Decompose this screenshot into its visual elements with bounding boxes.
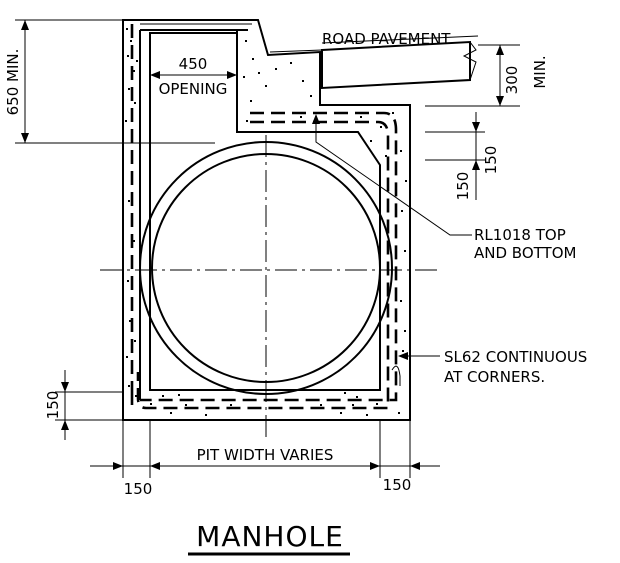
dim-arrow-base-bottom: [61, 420, 69, 430]
dim-arrow-450-left: [150, 71, 160, 79]
label-sl62-line1: SL62 CONTINUOUS: [444, 348, 587, 366]
label-base-150: 150: [44, 391, 62, 420]
dim-arrow-base-top: [61, 382, 69, 392]
label-road-pavement: ROAD PAVEMENT: [322, 30, 451, 48]
label-300: 300: [503, 66, 521, 95]
dim-arrow-slab-top: [472, 122, 480, 132]
label-wall-left-150: 150: [124, 480, 153, 498]
label-opening: OPENING: [159, 80, 228, 98]
label-wall-right-150: 150: [383, 476, 412, 494]
reinforcement-bar-outer: [130, 20, 398, 405]
label-450: 450: [179, 55, 208, 73]
road-pavement-edge: [269, 49, 323, 53]
dim-arrow-450-right: [227, 71, 237, 79]
label-pit-width: PIT WIDTH VARIES: [197, 446, 334, 464]
dim-arrow-650-top: [21, 20, 29, 30]
label-rl1018-line1: RL1018 TOP: [474, 226, 566, 244]
label-sl62-line2: AT CORNERS.: [444, 368, 545, 386]
road-pavement-slab: [321, 40, 471, 90]
label-300-min: MIN.: [531, 55, 549, 88]
dim-arrow-300-bottom: [496, 96, 504, 106]
pit-outer-outline: [122, 19, 411, 421]
dim-arrow-pit-left: [150, 462, 160, 470]
dim-arrow-slab-bottom: [472, 160, 480, 170]
rebar-corner-hook: [391, 365, 401, 386]
label-650-min: 650 MIN.: [4, 49, 22, 116]
label-rl1018-line2: AND BOTTOM: [474, 244, 576, 262]
dim-arrow-650-bottom: [21, 133, 29, 143]
concrete-stipple: [125, 28, 407, 416]
label-slab-150-a: 150: [482, 146, 500, 175]
leader-sl62-arrow: [398, 352, 408, 360]
dim-arrow-wall-left: [113, 462, 123, 470]
label-slab-150-b: 150: [454, 172, 472, 201]
road-surface-line: [321, 35, 479, 44]
pavement-break-symbol: [462, 41, 477, 81]
dim-arrow-pit-right: [370, 462, 380, 470]
leader-rl1018-arrow: [312, 114, 320, 124]
dim-arrow-300-top: [496, 45, 504, 55]
reinforcement-bar-inner: [136, 120, 390, 410]
drawing-title: MANHOLE: [196, 520, 344, 553]
leader-rl1018: [315, 118, 472, 236]
dim-arrow-wall-right: [410, 462, 420, 470]
